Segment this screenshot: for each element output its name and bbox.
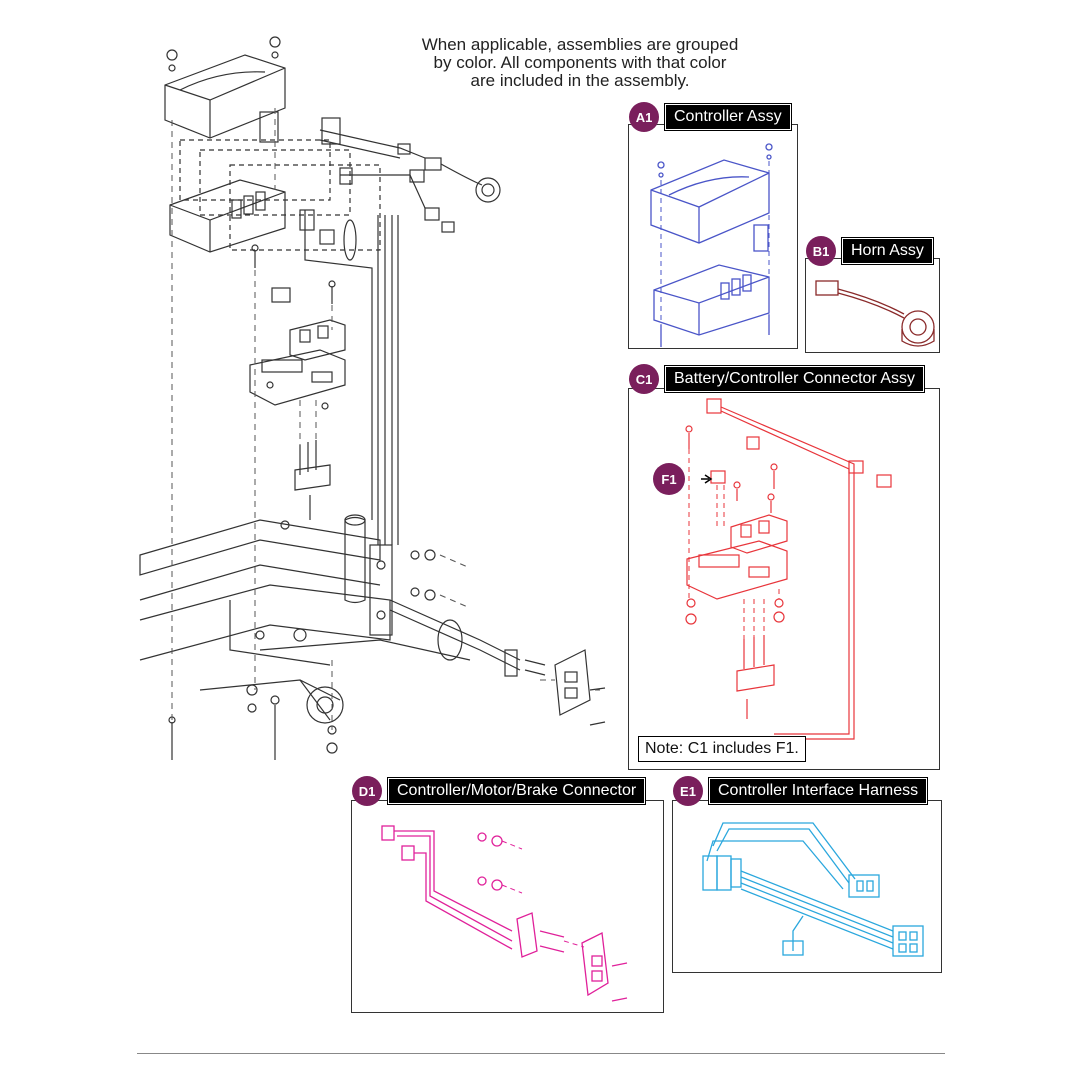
badge-b1: B1 bbox=[806, 236, 836, 266]
motor-connector bbox=[554, 649, 591, 716]
horn bbox=[475, 177, 501, 203]
badge-f1-callout: F1 bbox=[653, 463, 685, 495]
horn-assy-drawing bbox=[815, 280, 935, 347]
nut-top-left bbox=[166, 49, 178, 61]
frame-pivot bbox=[306, 686, 344, 724]
label-motor-brake-connector: Controller/Motor/Brake Connector bbox=[386, 777, 647, 805]
tag-interface-harness: E1 Controller Interface Harness bbox=[673, 776, 929, 806]
controller-body bbox=[169, 179, 286, 253]
intro-text: When applicable, assemblies are grouped … bbox=[395, 36, 765, 90]
controller-cover bbox=[164, 54, 286, 139]
label-interface-harness: Controller Interface Harness bbox=[707, 777, 929, 805]
panel-controller-assy bbox=[628, 124, 798, 349]
panel-interface-harness bbox=[672, 800, 942, 973]
badge-e1: E1 bbox=[673, 776, 703, 806]
mount-bracket bbox=[259, 111, 279, 143]
footer-divider bbox=[137, 1053, 945, 1054]
intro-line-3: are included in the assembly. bbox=[470, 71, 690, 90]
intro-line-1: When applicable, assemblies are grouped bbox=[421, 35, 739, 54]
controller-assy-drawing bbox=[650, 143, 773, 347]
motor-brake-connector-drawing bbox=[381, 825, 628, 1002]
tag-battery-connector-assy: C1 Battery/Controller Connector Assy bbox=[629, 364, 925, 394]
nut-top-right bbox=[269, 36, 281, 48]
tag-controller-assy: A1 Controller Assy bbox=[629, 102, 792, 132]
tag-horn-assy: B1 Horn Assy bbox=[806, 236, 934, 266]
label-horn-assy: Horn Assy bbox=[841, 237, 934, 265]
panel-battery-connector-assy bbox=[628, 388, 940, 770]
badge-d1: D1 bbox=[352, 776, 382, 806]
label-battery-connector-assy: Battery/Controller Connector Assy bbox=[664, 365, 925, 393]
panel-motor-brake-connector bbox=[351, 800, 664, 1013]
interface-harness-drawing bbox=[702, 822, 924, 957]
badge-a1: A1 bbox=[629, 102, 659, 132]
frame-post bbox=[344, 516, 366, 604]
battery-connector-drawing bbox=[685, 398, 892, 740]
tag-motor-brake-connector: D1 Controller/Motor/Brake Connector bbox=[352, 776, 647, 806]
label-controller-assy: Controller Assy bbox=[664, 103, 792, 131]
panel-horn-assy bbox=[805, 258, 940, 353]
intro-line-2: by color. All components with that color bbox=[433, 53, 727, 72]
badge-c1: C1 bbox=[629, 364, 659, 394]
note-c1-includes-f1: Note: C1 includes F1. bbox=[638, 736, 806, 762]
connector-housing bbox=[249, 349, 346, 406]
